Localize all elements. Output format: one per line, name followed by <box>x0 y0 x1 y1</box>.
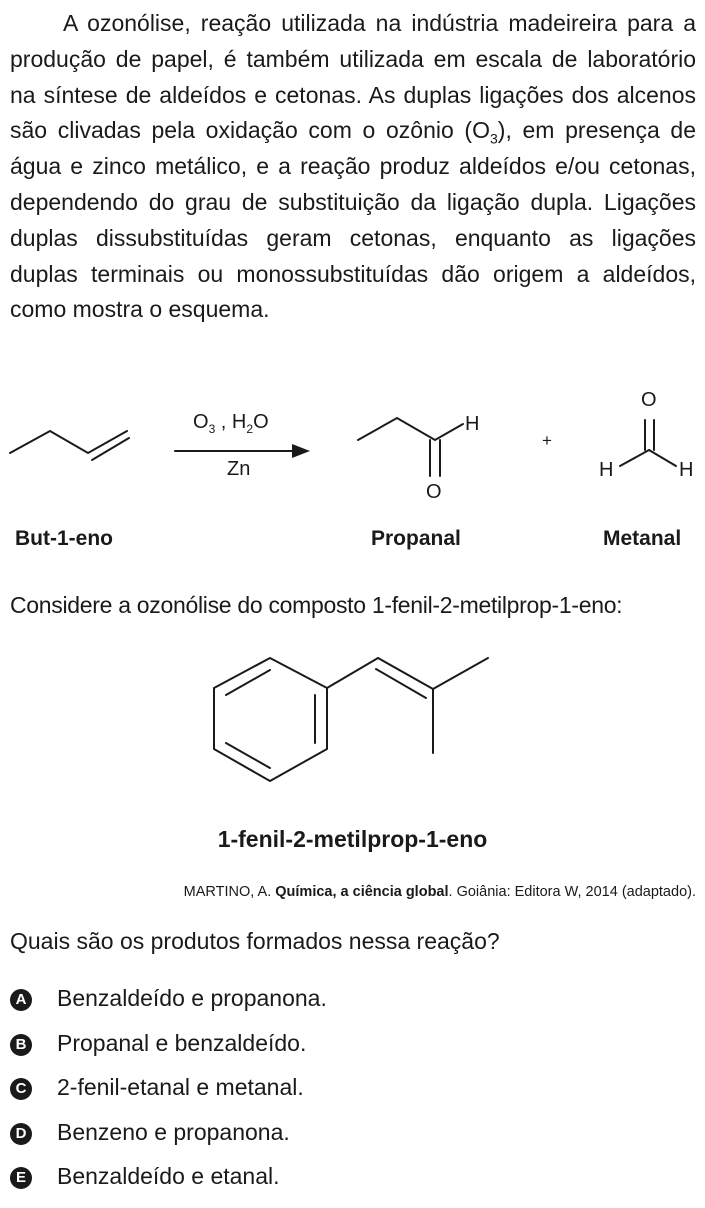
catalyst-label: Zn <box>227 458 250 480</box>
option-letter-badge: B <box>10 1033 32 1056</box>
option-text: 2-fenil-etanal e metanal. <box>57 1074 304 1100</box>
option-d[interactable]: D Benzeno e propanona. <box>10 1119 327 1164</box>
answer-options: A Benzaldeído e propanona. B Propanal e be… <box>10 985 327 1208</box>
plus-sign: + <box>542 431 552 450</box>
propanal-h-atom: H <box>465 413 479 435</box>
option-letter-badge: E <box>10 1167 32 1189</box>
label-metanal: Metanal <box>603 527 682 550</box>
butene-double-bond <box>91 437 130 461</box>
ozonolysis-scheme: O3 , H2O Zn H O + O H H <box>9 389 693 503</box>
metanal-h-left: H <box>599 459 613 481</box>
metanal-h-right: H <box>679 459 693 481</box>
option-text: Benzaldeído e propanona. <box>57 985 327 1011</box>
option-a[interactable]: A Benzaldeído e propanona. <box>10 985 327 1030</box>
intro-subscript: 3 <box>490 130 498 147</box>
consider-text: Considere a ozonólise do composto 1-feni… <box>10 592 623 618</box>
option-text: Propanal e benzaldeído. <box>57 1029 307 1056</box>
intro-text-2: ), em presença de água e zinco metálico,… <box>10 117 697 323</box>
option-text: Benzeno e propanona. <box>57 1118 290 1145</box>
benzene-ring <box>213 657 328 782</box>
metanal-o-atom: O <box>641 389 657 411</box>
arrow-head <box>292 444 310 458</box>
propanal-skeleton <box>357 416 464 442</box>
option-letter-badge: D <box>10 1122 32 1145</box>
option-letter-badge: A <box>10 989 32 1011</box>
option-b[interactable]: B Propanal e benzaldeído. <box>10 1030 327 1075</box>
option-c[interactable]: C 2-fenil-etanal e metanal. <box>10 1074 327 1119</box>
option-e[interactable]: E Benzaldeído e etanal. <box>10 1163 327 1208</box>
reagents-label: O3 , H2O <box>193 411 269 436</box>
molecule-name: 1-fenil-2-metilprop-1-eno <box>217 826 488 852</box>
source-citation: MARTINO, A. Química, a ciência global. G… <box>183 884 696 900</box>
question-text: Quais são os produtos formados nessa rea… <box>10 928 500 954</box>
intro-paragraph: A ozonólise, reação utilizada na indústr… <box>10 6 696 328</box>
butene-skeleton <box>9 429 128 455</box>
intro-text-1: A ozonólise, reação utilizada na indústr… <box>10 10 696 144</box>
label-but-1-eno: But-1-eno <box>15 527 113 550</box>
propanal-o-atom: O <box>426 481 442 503</box>
molecule-structure <box>213 657 489 782</box>
label-propanal: Propanal <box>371 527 461 550</box>
option-letter-badge: C <box>10 1078 32 1100</box>
option-text: Benzaldeído e etanal. <box>57 1163 280 1189</box>
